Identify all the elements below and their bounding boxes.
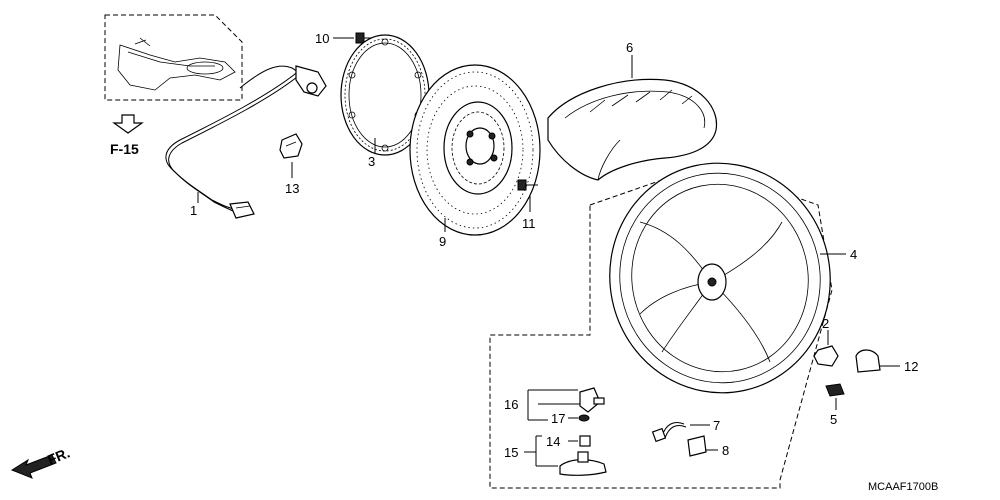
part-2-nut: 2 [813, 316, 839, 367]
callout-17: 17 [551, 411, 565, 426]
callout-4: 4 [850, 247, 857, 262]
part-1-speed-sensor: 1 [104, 14, 327, 219]
reference-arrow: F-15 [110, 114, 144, 157]
part-9-brake-disc: 9 [409, 64, 541, 249]
callout-13: 13 [285, 181, 299, 196]
callout-2: 2 [822, 316, 829, 331]
part-5-weight: 5 [825, 383, 845, 427]
part-13-clip: 13 [279, 133, 303, 196]
callout-5: 5 [830, 412, 837, 427]
callout-15: 15 [504, 445, 518, 460]
callout-6: 6 [626, 40, 633, 55]
parts-14-17-tire-sensor-group: 16 17 14 15 [504, 387, 607, 476]
callout-14: 14 [546, 434, 560, 449]
reference-label: F-15 [110, 141, 139, 157]
diagram-code: MCAAF1700B [868, 481, 938, 493]
callout-12: 12 [904, 359, 918, 374]
callout-1: 1 [190, 203, 197, 218]
callout-7: 7 [713, 418, 720, 433]
part-10-bolt: 10 [315, 31, 372, 46]
callout-10: 10 [315, 31, 329, 46]
part-6-tire: 6 [547, 40, 718, 181]
part-4-wheel: 4 [489, 162, 857, 489]
callout-8: 8 [722, 443, 729, 458]
direction-label: FR. [45, 444, 72, 467]
callout-16: 16 [504, 397, 518, 412]
part-7-valve-hose: 7 [651, 418, 720, 443]
part-11-bolt: 11 [517, 179, 538, 231]
callout-11: 11 [522, 216, 536, 231]
part-12-cap-nut: 12 [855, 349, 918, 374]
part-8-bracket: 8 [687, 435, 729, 458]
front-direction-arrow: FR. [10, 444, 72, 479]
callout-9: 9 [439, 234, 446, 249]
callout-3: 3 [368, 154, 375, 169]
